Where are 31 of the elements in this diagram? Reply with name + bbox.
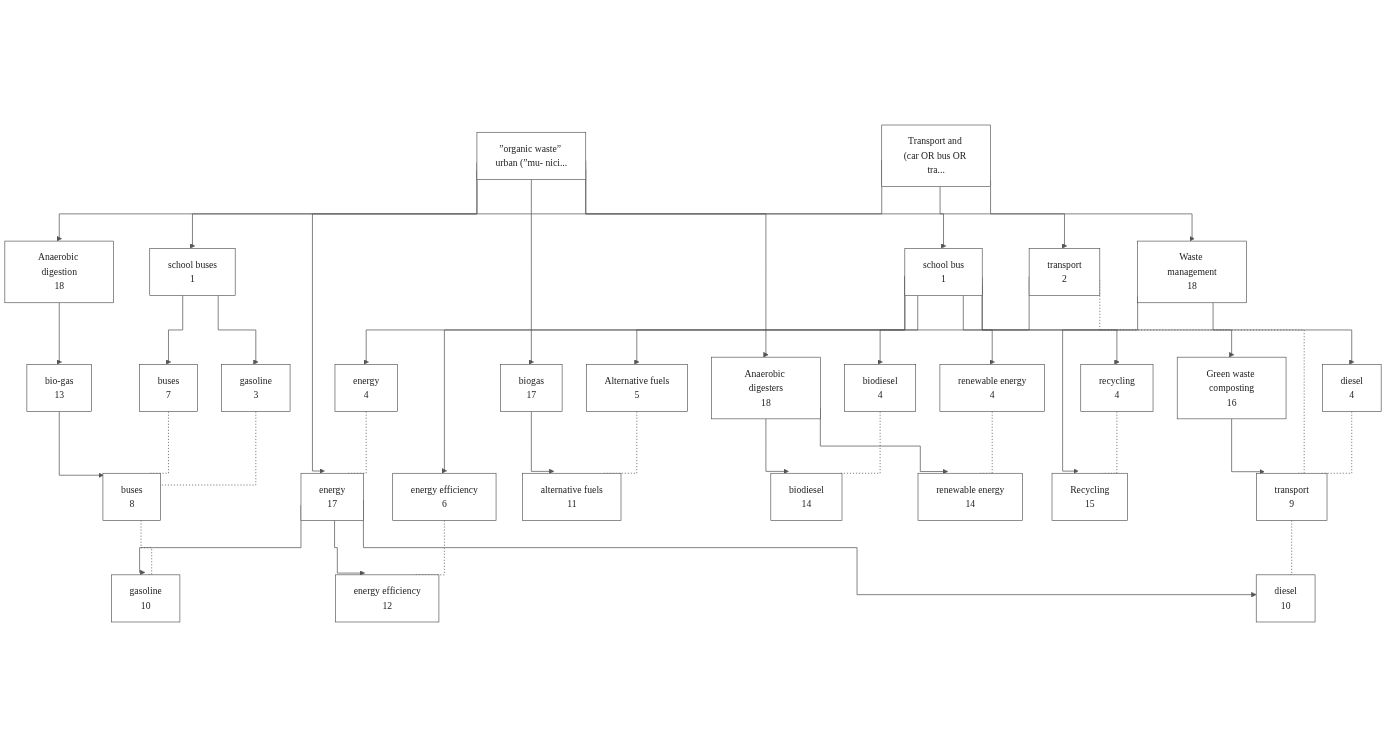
node-box: energy 17 [300, 472, 364, 521]
node-box: Anaerobic digesters 18 [711, 356, 821, 420]
connector [160, 411, 257, 486]
node-box: energy efficiency 12 [335, 574, 440, 623]
node-box: Transport and (car OR bus OR tra... [881, 124, 991, 187]
node-box: Green waste composting 16 [1176, 356, 1287, 420]
node-box: diesel 4 [1322, 364, 1382, 412]
node-box: renewable energy 14 [917, 472, 1023, 521]
node-box: alternative fuels 11 [522, 472, 622, 521]
node-box: ”organic waste” urban (”mu- nici... [476, 131, 587, 180]
node-box: renewable energy 4 [939, 364, 1045, 412]
node-box: Waste management 18 [1137, 240, 1247, 304]
node-box: energy efficiency 6 [392, 472, 497, 521]
node-box: Alternative fuels 5 [586, 364, 688, 412]
node-box: Anaerobic digestion 18 [4, 240, 114, 304]
node-box: transport 9 [1256, 472, 1328, 521]
node-box: school buses 1 [149, 248, 236, 296]
node-box: diesel 10 [1255, 574, 1316, 623]
node-box: biodiesel 4 [844, 364, 916, 412]
node-box: gasoline 3 [221, 364, 291, 412]
node-box: bio-gas 13 [26, 364, 92, 412]
node-box: gasoline 10 [111, 574, 181, 623]
node-box: biodiesel 14 [770, 472, 843, 521]
node-box: energy 4 [334, 364, 398, 412]
node-box: Recycling 15 [1051, 472, 1128, 521]
node-box: biogas 17 [500, 364, 563, 412]
node-box: buses 8 [102, 472, 161, 521]
node-box: recycling 4 [1080, 364, 1154, 412]
node-box: buses 7 [139, 364, 198, 412]
node-box: school bus 1 [904, 248, 983, 296]
node-box: transport 2 [1028, 248, 1101, 296]
